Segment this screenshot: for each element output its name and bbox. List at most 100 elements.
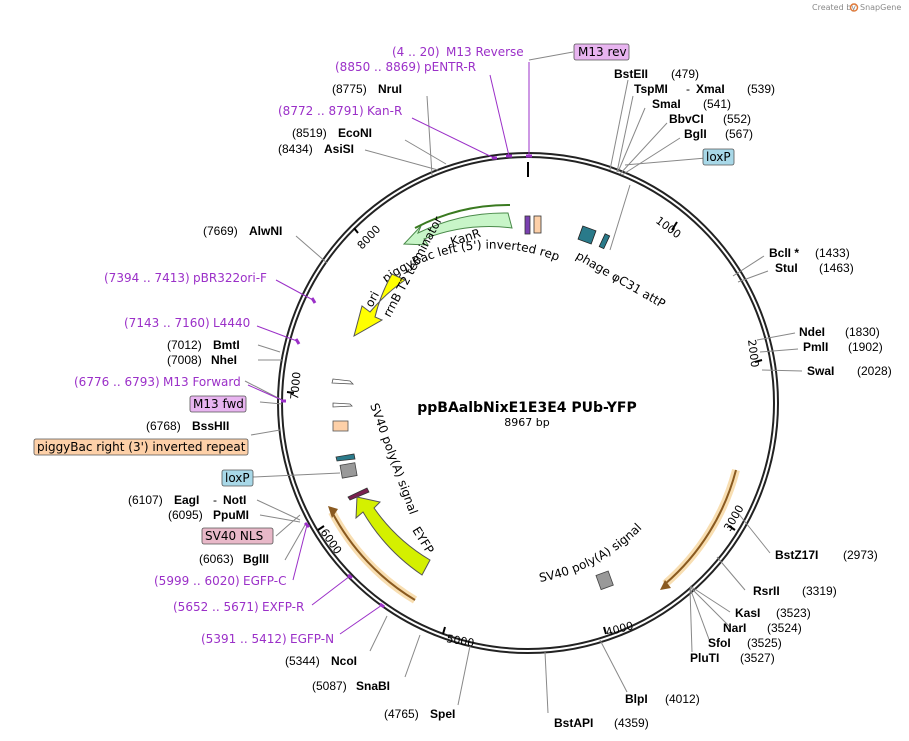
plasmid-length: 8967 bp (504, 416, 549, 429)
svg-text:(8775): (8775) (332, 82, 367, 96)
enzyme-swai: SwaI (807, 364, 834, 378)
tick-1000: 1000 (653, 214, 683, 241)
enzyme-blpi: BlpI (625, 692, 648, 706)
enzyme-nhei: NheI (211, 353, 237, 367)
feature-eyfp[interactable] (355, 496, 431, 576)
box-m13fwd[interactable]: M13 fwd (189, 395, 247, 413)
svg-text:(8519): (8519) (292, 126, 327, 140)
svg-text:(1902): (1902) (848, 340, 883, 354)
enzyme-labels-left: (4765) SpeI (5087) SnaBI (5344) NcoI (60… (128, 82, 455, 721)
svg-text:(5344): (5344) (285, 654, 320, 668)
svg-text:(539): (539) (747, 82, 775, 96)
primer-egfpc-range: (5999 .. 6020) (154, 574, 240, 588)
svg-text:(3523): (3523) (776, 606, 811, 620)
svg-text:(4359): (4359) (614, 716, 649, 730)
svg-text:(6768): (6768) (146, 419, 181, 433)
svg-text:(1433): (1433) (815, 246, 850, 260)
svg-text:(3524): (3524) (767, 621, 802, 635)
enzyme-ppumi: PpuMI (213, 508, 249, 522)
enzyme-econi: EcoNI (338, 126, 372, 140)
primer-l4440-range: (7143 .. 7160) (124, 316, 210, 330)
primer-pbr-name: pBR322ori-F (193, 271, 267, 285)
svg-text:SV40 NLS: SV40 NLS (205, 529, 263, 543)
feature-cds-left-arrow (328, 506, 418, 604)
box-sv40-nls[interactable]: SV40 NLS (201, 527, 274, 545)
enzyme-eagi: EagI (174, 493, 199, 507)
svg-text:(541): (541) (703, 97, 731, 111)
svg-text:(4012): (4012) (665, 692, 700, 706)
enzyme-ncoi: NcoI (331, 654, 357, 668)
tick-labels: 1000 2000 3000 4000 5000 6000 7000 8000 (288, 214, 761, 650)
primer-m13fwd-range: (6776 .. 6793) (74, 375, 160, 389)
enzyme-bbvci: BbvCI (669, 112, 704, 126)
sv40-polya-label-2: SV40 poly(A) signal (538, 521, 645, 585)
enzyme-rsrii: RsrII (753, 584, 780, 598)
svg-text:(2973): (2973) (843, 548, 878, 562)
feature-kanr[interactable] (402, 203, 513, 246)
tick-2000: 2000 (745, 339, 761, 368)
svg-text:-: - (686, 82, 690, 96)
primer-m13rev-name: M13 Reverse (446, 45, 524, 59)
enzyme-bsteii: BstEII (614, 67, 648, 81)
snapgene-logo-icon (849, 3, 859, 12)
sv40-polya-marker (595, 570, 614, 591)
svg-text:(1463): (1463) (819, 261, 854, 275)
svg-text:(3525): (3525) (747, 636, 782, 650)
sv40-polya-label-1: SV40 poly(A) signal (367, 401, 420, 516)
box-piggybac-right[interactable]: piggyBac right (3') inverted repeat (33, 438, 249, 456)
feature-phage-attp[interactable] (577, 225, 611, 250)
svg-text:(567): (567) (725, 127, 753, 141)
enzyme-smai: SmaI (652, 97, 681, 111)
primer-exfpr-name: EXFP-R (262, 600, 304, 614)
enzyme-pmli: PmlI (803, 340, 828, 354)
primer-labels: (4 .. 20) M13 Reverse (8850 .. 8869) pEN… (74, 45, 524, 646)
enzyme-bstapi: BstAPI (554, 716, 593, 730)
primer-kanr-range: (8772 .. 8791) (278, 104, 364, 118)
enzyme-bcli: BclI * (769, 246, 799, 260)
svg-text:piggyBac right (3') inverted r: piggyBac right (3') inverted repeat (37, 440, 246, 454)
piggybac-left-bar (533, 215, 542, 234)
svg-text:(479): (479) (671, 67, 699, 81)
phage-label: phage φC31 attP (574, 248, 668, 311)
enzyme-snabi: SnaBI (356, 679, 390, 693)
box-m13rev[interactable]: M13 rev (573, 43, 630, 61)
credit-brand: SnapGene (860, 3, 901, 12)
leader-lines (244, 79, 803, 714)
primer-egfpc-name: EGFP-C (243, 574, 286, 588)
ori-label: ori (362, 289, 382, 309)
plasmid-name: ppBAalbNixE1E3E4 PUb-YFP (417, 400, 637, 416)
enzyme-bstz17i: BstZ17I (775, 548, 818, 562)
primer-leaders (247, 62, 530, 635)
box-loxp-2[interactable]: loxP (221, 469, 254, 487)
box-loxp-1[interactable]: loxP (702, 148, 735, 166)
svg-text:(6107): (6107) (128, 493, 163, 507)
svg-text:M13 rev: M13 rev (578, 45, 627, 59)
svg-text:(552): (552) (723, 112, 751, 126)
backbone-outer (277, 152, 779, 654)
tick-7000: 7000 (288, 371, 303, 400)
rrnb-label: rrnB T2 terminator (380, 214, 445, 319)
enzyme-kasi: KasI (735, 606, 760, 620)
svg-text:(3319): (3319) (802, 584, 837, 598)
primer-egfpn-name: EGFP-N (290, 632, 334, 646)
svg-text:(7669): (7669) (203, 224, 238, 238)
enzyme-xmai: XmaI (696, 82, 725, 96)
svg-text:(7008): (7008) (167, 353, 202, 367)
tick-8000: 8000 (355, 223, 384, 252)
feature-ori[interactable] (353, 273, 407, 338)
enzyme-sfoi: SfoI (708, 636, 731, 650)
enzyme-stui: StuI (775, 261, 798, 275)
credit-prefix: Created by (812, 3, 856, 12)
enzyme-bmti: BmtI (213, 338, 240, 352)
svg-text:(8434): (8434) (278, 142, 313, 156)
primer-pentr-name: pENTR-R (424, 60, 476, 74)
svg-text:(1830): (1830) (845, 325, 880, 339)
enzyme-tspmi: TspMI (634, 82, 668, 96)
tick-5000: 5000 (445, 632, 475, 650)
svg-text:(4765): (4765) (384, 707, 419, 721)
svg-text:(3527): (3527) (740, 651, 775, 665)
primer-pentr-range: (8850 .. 8869) (335, 60, 421, 74)
primer-egfpn-range: (5391 .. 5412) (201, 632, 287, 646)
enzyme-spei: SpeI (430, 707, 455, 721)
